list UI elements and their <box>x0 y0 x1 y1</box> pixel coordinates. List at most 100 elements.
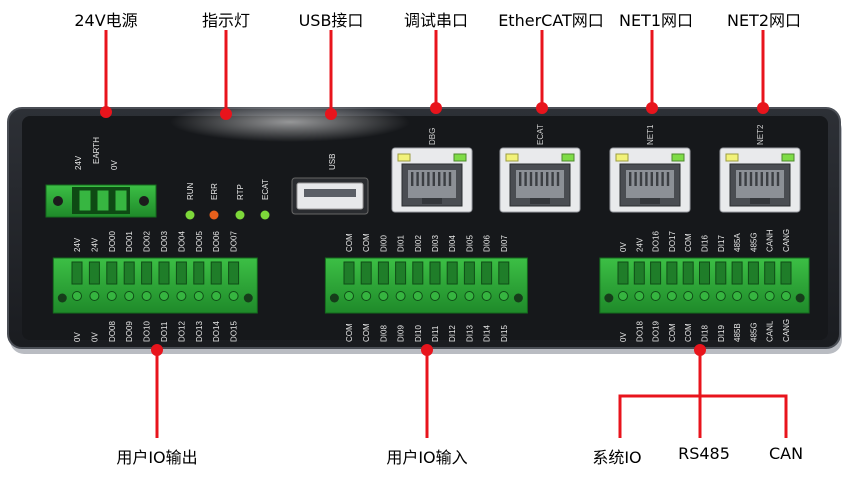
system-io-pin-screw <box>618 291 628 301</box>
io-output-top-label: DO07 <box>230 231 239 252</box>
io-input-callout: 用户IO输入 <box>386 448 468 467</box>
rj45-pin <box>519 172 522 186</box>
power-pin-label: 0V <box>110 160 119 170</box>
rj45-pin <box>411 172 414 186</box>
rs485-callout: RS485 <box>678 444 730 463</box>
io-input-bottom-label: DI12 <box>448 325 457 342</box>
io-input-pin-slot <box>498 261 510 285</box>
system-io-pin-slot <box>699 261 710 285</box>
rj45-contacts <box>516 170 564 198</box>
callout-dot <box>421 344 433 356</box>
port-led-yellow <box>615 153 629 162</box>
system-io-top-label: DO17 <box>668 231 677 252</box>
system-io-top-label: DI17 <box>717 235 726 252</box>
ethercat-callout: EtherCAT网口 <box>498 11 604 30</box>
system-io-pin-slot <box>682 261 694 285</box>
rj45-pin <box>432 172 435 186</box>
io-output-pin-slot <box>193 261 205 285</box>
io-input-bottom-label: DI10 <box>414 325 423 342</box>
rj45-pin <box>448 172 452 186</box>
rj45-pin <box>438 172 441 186</box>
io-input-bottom-label: DI15 <box>500 325 509 342</box>
io-output-bottom-label: DO12 <box>177 321 186 342</box>
io-input-top-label: DI06 <box>483 235 492 252</box>
rj45-latch <box>750 198 770 204</box>
status-led <box>235 210 245 220</box>
io-output-bottom-label: DO08 <box>108 321 117 342</box>
io-input-pin-screw <box>430 291 440 301</box>
io-input-bottom-label: DI08 <box>379 325 388 342</box>
rj45-contacts <box>626 170 674 198</box>
rj45-pin <box>535 172 538 186</box>
io-input-pin-slot <box>429 261 441 285</box>
io-output-pin-screw <box>228 291 239 301</box>
system-io-pin-slot <box>650 261 662 285</box>
power-screw-hole <box>139 196 149 206</box>
indicator-callout: 指示灯 <box>201 11 251 30</box>
system-io-pin-screw <box>699 291 710 301</box>
port-label: ECAT <box>536 124 545 145</box>
rj45-pin <box>556 172 560 186</box>
io-input-pin-screw <box>344 291 354 301</box>
io-output-pin-slot <box>88 261 100 285</box>
system-io-top-label: COM <box>684 233 693 252</box>
system-io-pin-slot <box>633 261 645 285</box>
io-input-top-label: COM <box>362 233 371 252</box>
rj45-pin <box>650 172 653 186</box>
io-input-bottom-label: DI13 <box>465 325 474 342</box>
callout-dot <box>694 344 706 356</box>
io-input-pin-slot <box>343 261 355 285</box>
io-input-pin-slot <box>446 261 458 285</box>
system-io-pin-screw <box>732 291 743 301</box>
io-output-top-label: DO05 <box>195 231 204 252</box>
io-output-pin-slot <box>71 261 83 285</box>
system-io-top-label: DO16 <box>652 231 661 252</box>
io-input-top-label: DI04 <box>448 235 457 252</box>
io-output-bottom-label: DO09 <box>125 321 134 342</box>
status-led <box>260 210 270 220</box>
system-io-bracket-line <box>618 394 788 438</box>
io-input-top-label: DI02 <box>414 235 423 252</box>
rj45-pin <box>656 172 659 186</box>
io-input-pin-screw <box>464 291 475 301</box>
io-output-top-label: DO02 <box>143 231 152 252</box>
rj45-pin <box>634 172 637 186</box>
io-output-top-label: DO00 <box>108 231 117 252</box>
io-output-top-label: 24V <box>90 237 99 252</box>
port-label: DBG <box>428 128 437 145</box>
system-io-pin-screw <box>781 291 791 301</box>
system-io-bottom-label: CANL <box>766 320 775 342</box>
light-glare <box>170 102 410 142</box>
io-input-pin-slot <box>481 261 493 285</box>
system-io-top-label: DI16 <box>701 235 710 252</box>
system-io-pin-slot <box>747 261 759 285</box>
io-input-pin-screw <box>412 291 423 301</box>
status-led <box>209 210 219 220</box>
io-output-screw <box>57 293 67 303</box>
io-input-pin-screw <box>498 291 509 301</box>
io-input-bottom-label: DI14 <box>483 325 492 342</box>
power-pin-label: EARTH <box>92 137 101 164</box>
rj45-contacts <box>736 170 784 198</box>
io-output-pin-slot <box>123 261 135 285</box>
system-io-top-label: 485G <box>749 232 758 252</box>
io-output-pin-slot <box>228 261 240 285</box>
io-input-pin-screw <box>395 291 406 301</box>
callout-dot <box>757 102 769 114</box>
io-output-pin-screw <box>124 291 135 301</box>
io-input-bottom-label: DI11 <box>431 325 440 342</box>
system-io-pin-slot <box>764 261 776 285</box>
io-output-pin-screw <box>176 291 187 301</box>
io-output-top-label: DO01 <box>125 231 134 252</box>
io-output-bottom-label: 0V <box>90 332 99 342</box>
io-input-top-label: DI00 <box>379 235 388 252</box>
io-output-terminal <box>52 257 258 314</box>
io-output-screw <box>243 293 253 303</box>
can-callout: CAN <box>768 444 804 463</box>
rj45-pin <box>427 172 430 186</box>
io-output-pin-screw <box>211 291 222 301</box>
rj45-pin <box>661 172 664 186</box>
io-output-callout: 用户IO输出 <box>116 448 198 467</box>
debug-callout: 调试串口 <box>403 11 469 30</box>
